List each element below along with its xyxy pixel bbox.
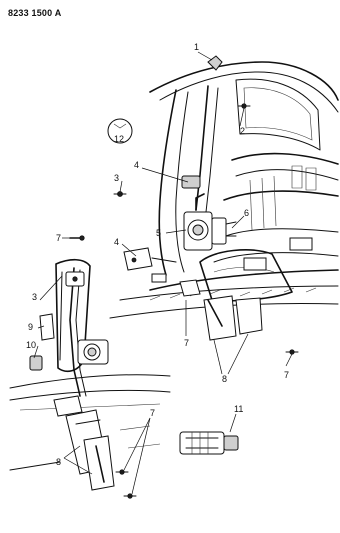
buckle-stalk-right <box>123 247 177 271</box>
callout-4-lower: 4 <box>114 237 119 247</box>
front-belt-assembly <box>9 258 171 499</box>
callout-12: 12 <box>114 134 124 144</box>
buckle-part-11 <box>179 431 239 455</box>
callout-3-lower: 3 <box>32 292 37 302</box>
vehicle-interior-drawing <box>109 61 339 319</box>
callout-7-upper-left: 7 <box>56 233 61 243</box>
callout-7-right: 7 <box>284 370 289 380</box>
callout-7-lower: 7 <box>150 408 155 418</box>
callout-1: 1 <box>194 42 199 52</box>
callout-8-right: 8 <box>222 374 227 384</box>
turning-loop-bolt <box>237 103 251 109</box>
retractor-assembly <box>181 175 237 251</box>
callout-12-circle <box>107 118 133 144</box>
callout-11: 11 <box>234 404 243 414</box>
callout-9: 9 <box>28 322 33 332</box>
callout-4-upper: 4 <box>134 160 139 170</box>
anchor-bolt-3 <box>113 191 127 197</box>
callout-2: 2 <box>240 126 245 136</box>
callout-3-upper: 3 <box>114 173 119 183</box>
leader-lines <box>33 51 293 495</box>
callout-10: 10 <box>26 340 36 350</box>
callout-5: 5 <box>156 228 161 238</box>
callout-labels: 1 2 3 4 4 5 6 7 7 7 7 8 8 3 9 10 11 12 <box>26 42 289 467</box>
floor-mounts-right <box>179 279 299 355</box>
callout-6: 6 <box>244 208 249 218</box>
callout-8-left: 8 <box>56 457 61 467</box>
anchor-bolt-7 <box>69 235 85 241</box>
document-id: 8233 1500 A <box>8 8 62 18</box>
callout-7-middle: 7 <box>184 338 189 348</box>
